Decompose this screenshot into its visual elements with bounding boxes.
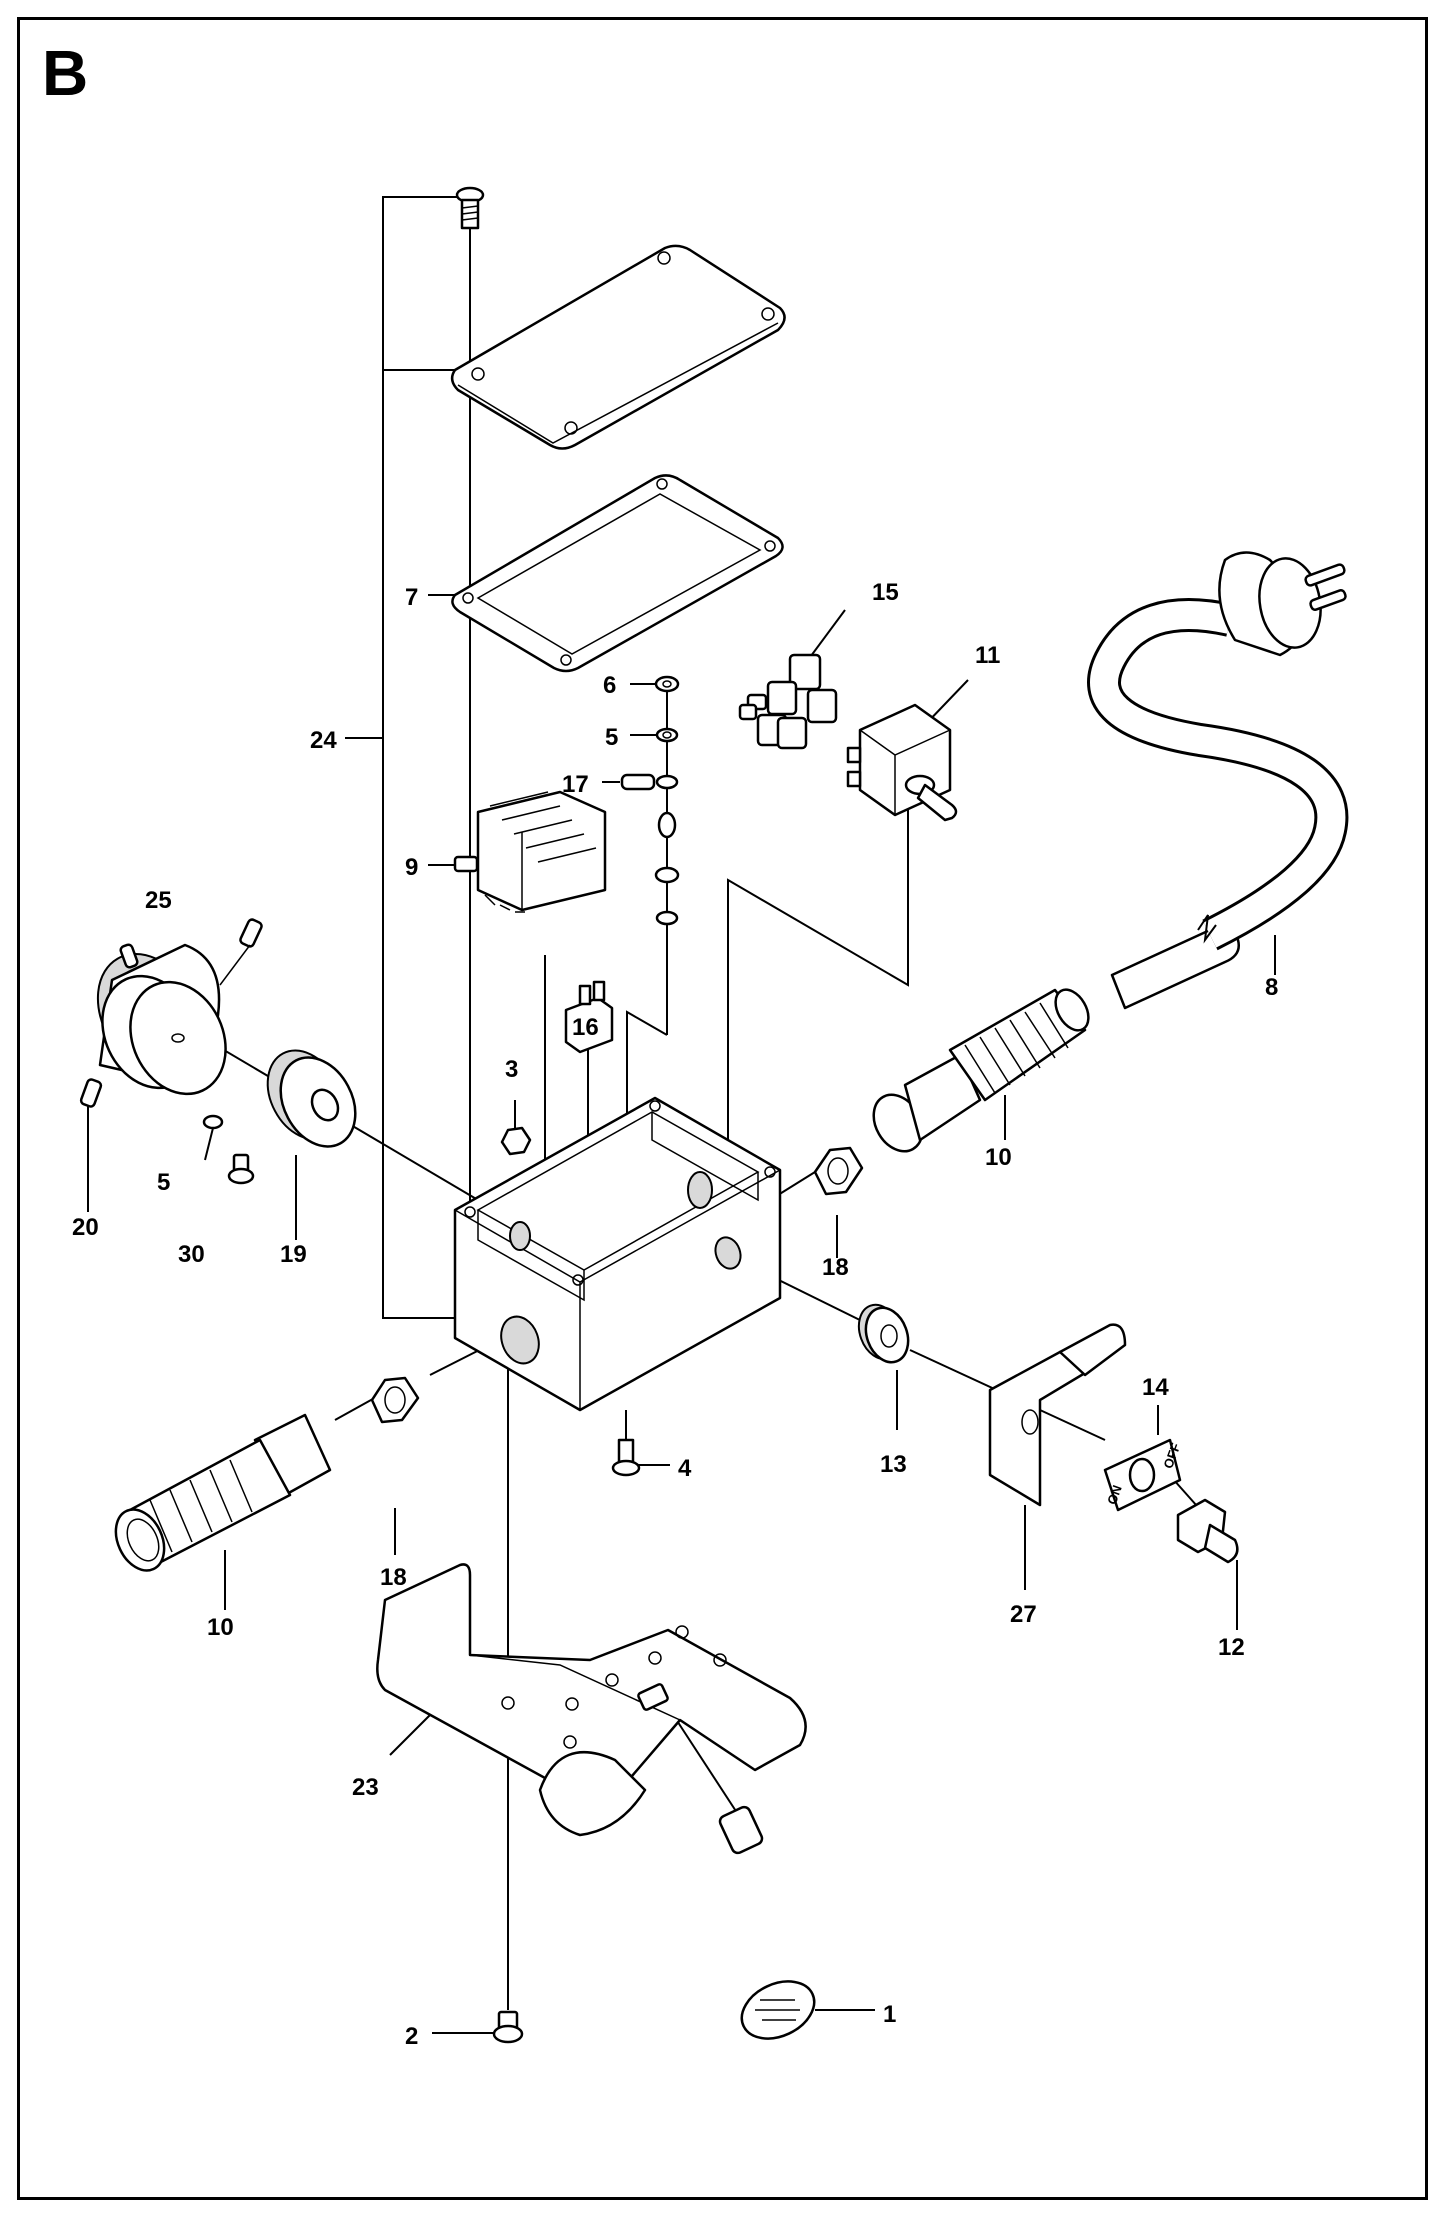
knob-washer (202, 1114, 224, 1130)
callout-18-right: 18 (822, 1254, 849, 1281)
callout-23: 23 (352, 1774, 379, 1801)
callout-10-left: 10 (207, 1614, 234, 1641)
callout-18-left: 18 (380, 1564, 407, 1591)
callout-19: 19 (280, 1241, 307, 1268)
spade-connectors (738, 653, 838, 750)
gland-nut-left (370, 1376, 420, 1424)
switch-washer (857, 1303, 910, 1364)
callout-2: 2 (405, 2023, 418, 2050)
callout-7: 7 (405, 584, 418, 611)
knob-spacer-ring (266, 1049, 357, 1148)
callout-labels: 1 2 3 4 5 5 6 7 8 9 10 10 11 12 13 14 15… (72, 579, 1278, 2050)
callout-13: 13 (880, 1451, 907, 1478)
pedal-adjust-knob (718, 1805, 816, 2040)
on-off-plate: ON OFF (1103, 1438, 1183, 1512)
cable-gland-left (114, 1413, 332, 1572)
terminal-stack (620, 675, 680, 926)
callout-15: 15 (872, 579, 899, 606)
callout-30: 30 (178, 1241, 205, 1268)
cable-gland-right (872, 988, 1090, 1153)
callout-5-stack: 5 (605, 724, 618, 751)
bottom-screw (611, 1438, 641, 1477)
callout-4: 4 (678, 1455, 692, 1482)
foot-pedal-plate (376, 1563, 807, 1837)
potentiometer-knob (79, 918, 263, 1108)
box-lid (450, 244, 786, 450)
switch-bracket (988, 1323, 1127, 1507)
callout-1: 1 (883, 2001, 896, 2028)
callout-20: 20 (72, 1214, 99, 1241)
box-nut (500, 1126, 532, 1156)
callout-25: 25 (145, 887, 172, 914)
section-letter: B (42, 37, 88, 109)
lid-screw (455, 186, 485, 230)
knob-screw (227, 1153, 255, 1185)
callout-9: 9 (405, 854, 418, 881)
callout-8: 8 (1265, 974, 1278, 1001)
gland-nut-right (813, 1146, 864, 1196)
diagram-frame (17, 17, 1428, 2200)
power-cord (1087, 551, 1349, 1010)
callout-24: 24 (310, 727, 337, 754)
callout-6: 6 (603, 672, 616, 699)
pedal-screw (492, 2010, 524, 2044)
callout-3: 3 (505, 1056, 518, 1083)
terminal-block (564, 980, 614, 1054)
parts: ON OFF (79, 186, 1349, 2044)
callout-14: 14 (1142, 1374, 1169, 1401)
callout-27: 27 (1010, 1601, 1037, 1628)
plate-label-on: ON (1104, 1483, 1125, 1506)
toggle-switch (846, 703, 958, 822)
heatsink (453, 790, 607, 913)
lid-gasket (451, 474, 784, 673)
callout-17: 17 (562, 771, 589, 798)
callout-16: 16 (572, 1014, 599, 1041)
junction-box (453, 1096, 782, 1412)
callout-12: 12 (1218, 1634, 1245, 1661)
callout-10-right: 10 (985, 1144, 1012, 1171)
callout-5-knob: 5 (157, 1169, 170, 1196)
toggle-cap (1176, 1498, 1239, 1564)
callout-11: 11 (975, 642, 1000, 669)
